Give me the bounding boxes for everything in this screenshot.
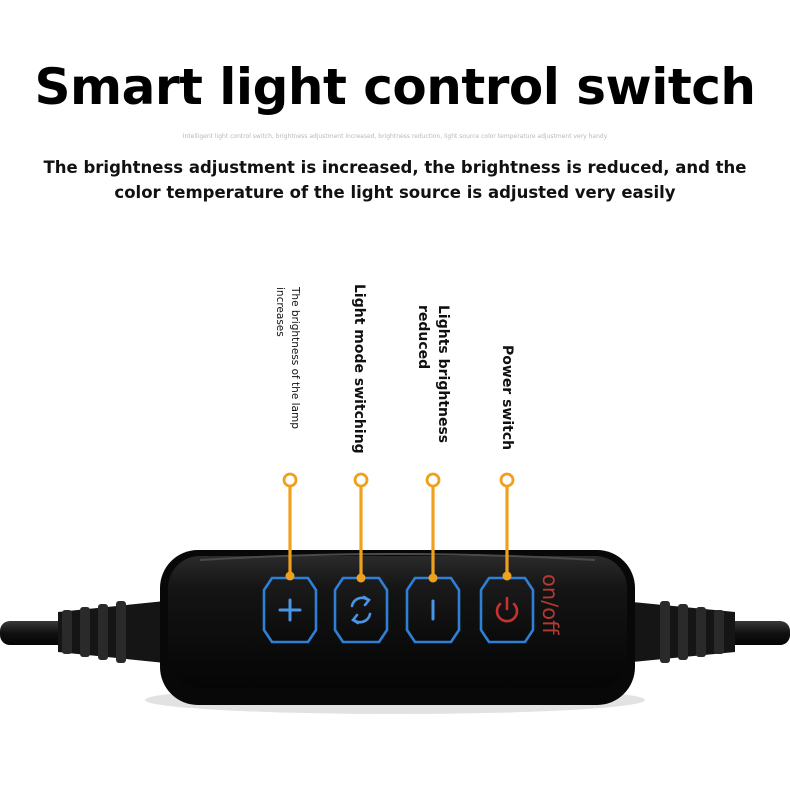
subtitle: The brightness adjustment is increased, …	[43, 158, 747, 202]
callout-lines	[288, 486, 509, 578]
onoff-label: on/off	[538, 574, 562, 635]
power-button[interactable]	[479, 576, 535, 644]
plus-icon	[278, 598, 302, 622]
callout-dots-top	[282, 472, 515, 488]
cycle-icon	[350, 595, 372, 625]
fine-print: Intelligent light control switch, bright…	[182, 133, 608, 140]
mode-switch-button[interactable]	[333, 576, 389, 644]
callout-label-brightness-down: Lights brightness reduced	[415, 305, 451, 444]
strain-relief-right	[612, 600, 735, 664]
page-title: Smart light control switch	[34, 58, 756, 116]
callout-label-power: Power switch	[499, 345, 515, 451]
callout-dots-bottom	[285, 571, 512, 583]
callout-label-mode: Light mode switching	[351, 284, 367, 454]
brightness-down-button[interactable]	[405, 576, 461, 644]
body-highlight	[199, 553, 596, 561]
strain-relief-left	[58, 600, 175, 664]
callout-label-brightness-up: The brightness of the lamp increases	[274, 287, 301, 429]
power-icon	[495, 596, 519, 623]
brightness-up-button[interactable]	[262, 576, 318, 644]
